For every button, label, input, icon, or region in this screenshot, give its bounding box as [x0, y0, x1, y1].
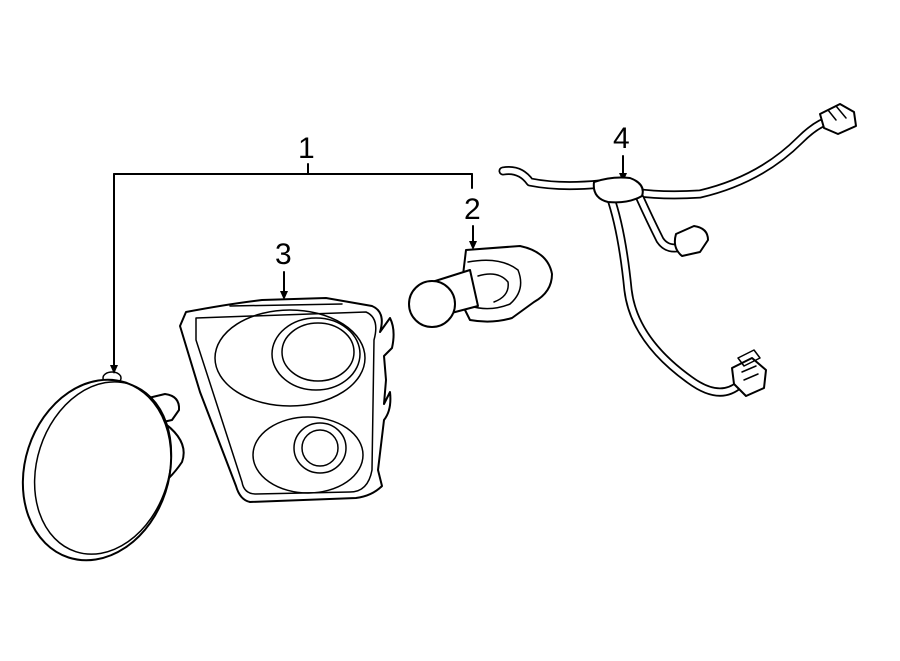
harness-clip — [592, 176, 644, 204]
harness-connector-top — [819, 103, 857, 135]
callout-2-label: 2 — [464, 193, 481, 226]
wiring-harness — [498, 103, 857, 397]
bezel-upper-lens — [214, 309, 366, 407]
bezel-outer — [179, 297, 395, 503]
bulb-socket — [459, 245, 553, 323]
callout-2: 2 — [464, 193, 481, 250]
callout-1: 1 — [110, 132, 473, 374]
bezel-lower-lens-outer-ring — [293, 422, 347, 474]
callout-3: 3 — [275, 238, 292, 300]
harness-connector-branch — [673, 225, 709, 257]
bulb-socket-detail — [477, 273, 509, 303]
bezel-top-ridge — [229, 303, 343, 307]
bezel-upper-lens-inner — [271, 317, 361, 391]
callout-4-label: 4 — [613, 122, 630, 155]
callout-1-leader — [113, 163, 473, 175]
bulb-glass — [408, 280, 456, 328]
bezel-lower-lens-inner-ring — [301, 429, 339, 467]
callout-1-label: 1 — [298, 132, 315, 165]
bezel-lower-lens — [252, 416, 364, 494]
fog-lamp-assembly — [21, 371, 185, 562]
bezel-inner — [195, 311, 377, 495]
bulb-socket-collar — [467, 259, 522, 310]
harness-connector-bottom — [731, 349, 767, 397]
callout-4: 4 — [613, 122, 630, 182]
fog-lamp-lens-rim — [33, 381, 173, 555]
bezel-assembly — [179, 297, 395, 503]
callout-3-label: 3 — [275, 238, 292, 271]
bulb-assembly — [408, 245, 553, 328]
bezel-upper-lens-center — [281, 322, 355, 382]
